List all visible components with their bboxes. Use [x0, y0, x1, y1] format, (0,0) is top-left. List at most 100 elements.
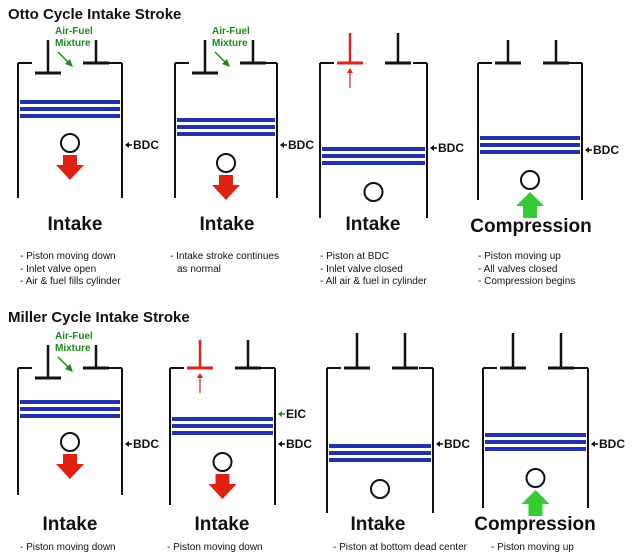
mixture-flow-arrow-head	[65, 59, 73, 67]
miller-panel-4-notes: Piston moving up	[491, 542, 574, 555]
piston-ring-bottom	[322, 161, 425, 165]
note-line: Piston moving down	[20, 251, 121, 264]
piston-ring-gap	[20, 111, 120, 114]
note-line: - Intake stroke continues	[170, 251, 279, 262]
mixture-flow-arrow-head	[65, 364, 73, 372]
bdc-label: BDC	[133, 437, 159, 451]
piston-ring-gap	[329, 448, 431, 451]
bdc-marker-head	[125, 441, 129, 447]
note-line-continued: as normal	[177, 263, 221, 275]
piston-ring-top	[485, 433, 586, 437]
otto-panel-2-notes: - Intake stroke continues as normal	[170, 251, 279, 276]
miller-panel-2-notes: Piston moving down	[167, 542, 263, 555]
bdc-marker-head	[436, 441, 440, 447]
cylinder-panel-7: BDC	[326, 333, 470, 513]
bdc-marker-head	[278, 441, 282, 447]
bdc-label: BDC	[444, 437, 470, 451]
miller-panel-4-stroke-label: Compression	[474, 514, 596, 535]
bdc-marker-head	[585, 147, 589, 153]
miller-panel-2-stroke-label: Intake	[194, 514, 250, 535]
otto-panel-2-stroke-label: Intake	[199, 214, 255, 235]
piston-ring-bottom	[329, 458, 431, 462]
piston-ring-middle	[20, 407, 120, 411]
note-line: Compression begins	[478, 276, 575, 289]
piston-ring-gap	[172, 428, 273, 431]
piston-ring-gap	[177, 122, 275, 125]
piston-ring-bottom	[177, 132, 275, 136]
note-line: Piston moving down	[20, 542, 116, 555]
bdc-label: BDC	[133, 138, 159, 152]
piston-ring-top	[177, 118, 275, 122]
cylinder-panel-8: BDC	[482, 333, 625, 516]
piston-ring-gap	[480, 147, 580, 150]
piston-ring-top	[20, 400, 120, 404]
piston-ring-gap	[485, 437, 586, 440]
miller-panel-1-stroke-label: Intake	[42, 514, 98, 535]
miller-section-title: Miller Cycle Intake Stroke	[8, 309, 190, 326]
piston-ring-gap	[480, 140, 580, 143]
otto-panel-3-notes: Piston at BDC Inlet valve closed All air…	[320, 251, 427, 289]
note-line: Inlet valve open	[20, 264, 121, 277]
wrist-pin	[60, 133, 80, 153]
mixture-label-line-2: Mixture	[55, 38, 91, 49]
piston-ring-gap	[20, 104, 120, 107]
piston-up-arrow	[516, 192, 544, 218]
eic-label: EIC	[286, 407, 306, 421]
piston-ring-bottom	[20, 414, 120, 418]
wrist-pin	[370, 479, 390, 499]
piston-ring-middle	[485, 440, 586, 444]
valve-close-arrow-head	[347, 68, 353, 73]
piston-ring-gap	[485, 444, 586, 447]
piston-ring-top	[480, 136, 580, 140]
piston-ring-top	[329, 444, 431, 448]
cylinder-panel-4: BDC	[477, 40, 619, 218]
mixture-label-line-2: Mixture	[212, 38, 248, 49]
piston-ring-middle	[177, 125, 275, 129]
piston-down-arrow	[56, 454, 84, 479]
miller-panel-3-stroke-label: Intake	[350, 514, 406, 535]
note-line: Piston moving up	[491, 542, 574, 555]
piston-ring-middle	[20, 107, 120, 111]
note-line: Inlet valve closed	[320, 264, 427, 277]
wrist-pin	[363, 182, 384, 202]
mixture-label-line-1: Air-Fuel	[55, 331, 93, 342]
cylinder-panel-3: BDC	[319, 33, 464, 218]
otto-section-title: Otto Cycle Intake Stroke	[8, 6, 182, 23]
piston-ring-bottom	[20, 114, 120, 118]
miller-panel-3-notes: Piston at bottom dead center	[333, 542, 467, 555]
bdc-marker-head	[591, 441, 595, 447]
piston-ring-gap	[20, 404, 120, 407]
piston-ring-top	[20, 100, 120, 104]
piston-ring-gap	[172, 421, 273, 424]
piston-down-arrow	[208, 474, 237, 499]
otto-panel-4-notes: Piston moving up All valves closed Compr…	[478, 251, 576, 289]
mixture-label-line-1: Air-Fuel	[55, 26, 93, 37]
otto-panel-1-notes: Piston moving down Inlet valve open Air …	[20, 251, 121, 289]
wrist-pin	[216, 153, 236, 173]
eic-marker-head	[278, 411, 282, 417]
bdc-marker-head	[125, 142, 129, 148]
note-line: Piston at BDC	[320, 251, 427, 264]
mixture-label-line-2: Mixture	[55, 343, 91, 354]
bdc-label: BDC	[286, 437, 312, 451]
bdc-marker-head	[280, 142, 284, 148]
otto-panel-1-stroke-label: Intake	[47, 214, 103, 235]
mixture-label-line-1: Air-Fuel	[212, 26, 250, 37]
wrist-pin	[525, 468, 546, 488]
piston-ring-middle	[172, 424, 273, 428]
note-line: Piston at bottom dead center	[333, 542, 467, 555]
bdc-marker-head	[430, 145, 434, 151]
note-line: Piston moving up	[478, 251, 575, 264]
piston-ring-top	[172, 417, 273, 421]
cylinder-panel-6: BDC EIC	[169, 340, 312, 505]
piston-ring-gap	[177, 129, 275, 132]
piston-ring-gap	[322, 151, 425, 154]
piston-ring-gap	[20, 411, 120, 414]
piston-ring-bottom	[485, 447, 586, 451]
piston-ring-middle	[322, 154, 425, 158]
note-line: Air & fuel fills cylinder	[20, 276, 121, 289]
